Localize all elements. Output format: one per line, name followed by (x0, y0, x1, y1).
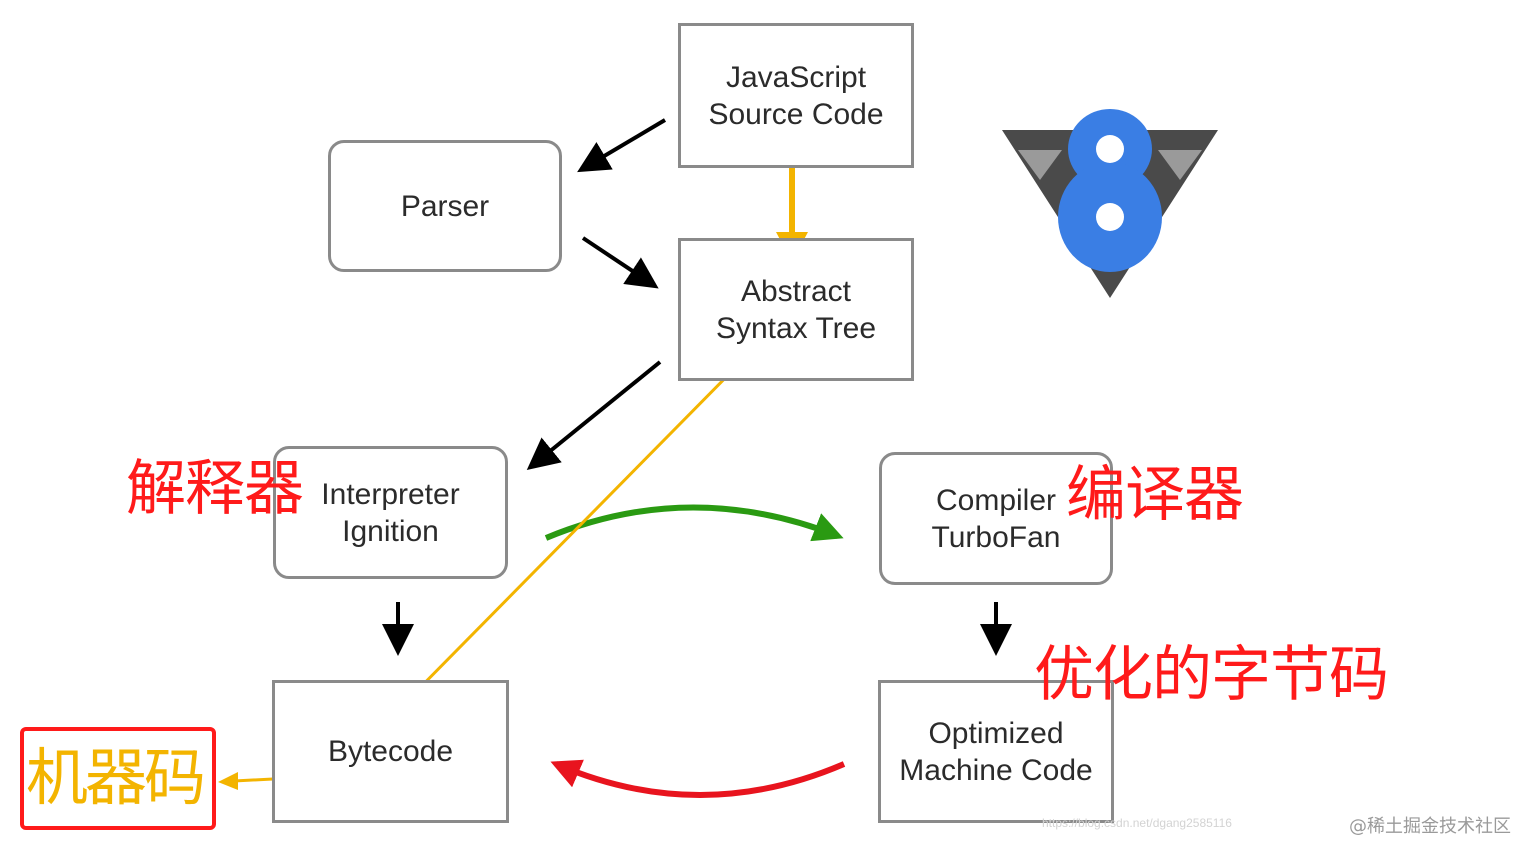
node-source-code: JavaScript Source Code (678, 23, 914, 168)
watermark-site: @稀土掘金技术社区 (1349, 816, 1511, 837)
arrowhead-bytecode-to-machine-code (218, 772, 238, 790)
node-bytecode: Bytecode (272, 680, 509, 823)
arrow-bytecode-to-machine-code (233, 777, 274, 783)
arrow-ast-to-bytecode-highlight (392, 359, 744, 716)
arrow-ignition-to-turbofan (544, 504, 844, 542)
node-compiler-line1: Compiler (935, 483, 1057, 517)
node-interpreter: Interpreter Ignition (273, 446, 508, 579)
annotation-interpreter: 解释器 (126, 454, 304, 524)
annotation-machine-code: 机器码 (26, 741, 206, 814)
node-parser: Parser (328, 140, 562, 272)
v8-logo-icon (1002, 109, 1218, 298)
node-bytecode-label: Bytecode (327, 735, 454, 768)
annotation-optimized-bytecode: 优化的字节码 (1034, 640, 1389, 710)
node-source-code-line1: JavaScript (725, 60, 867, 94)
node-interpreter-line2: Ignition (342, 514, 439, 548)
node-optimized-line2: Machine Code (899, 753, 1093, 787)
node-compiler-line2: TurboFan (931, 520, 1061, 554)
arrow-parser-to-ast (581, 236, 659, 289)
node-optimized-machine-code: Optimized Machine Code (878, 680, 1114, 823)
node-compiler: Compiler TurboFan (879, 452, 1113, 585)
node-ast: Abstract Syntax Tree (678, 238, 914, 381)
node-parser-label: Parser (400, 189, 490, 223)
node-interpreter-line1: Interpreter (321, 477, 460, 511)
node-ast-line1: Abstract (740, 274, 852, 308)
annotation-compiler: 编译器 (1066, 460, 1244, 530)
watermark-url: https://blog.csdn.net/dgang2585116 (1042, 816, 1232, 830)
node-optimized-line1: Optimized (928, 716, 1064, 750)
node-source-code-line2: Source Code (708, 97, 884, 131)
arrow-optimized-to-bytecode (550, 759, 846, 798)
arrow-ast-to-interpreter (526, 360, 662, 471)
machine-code-highlight-box: 机器码 (20, 727, 216, 830)
arrow-source-to-parser (577, 118, 667, 173)
node-ast-line2: Syntax Tree (715, 311, 877, 345)
